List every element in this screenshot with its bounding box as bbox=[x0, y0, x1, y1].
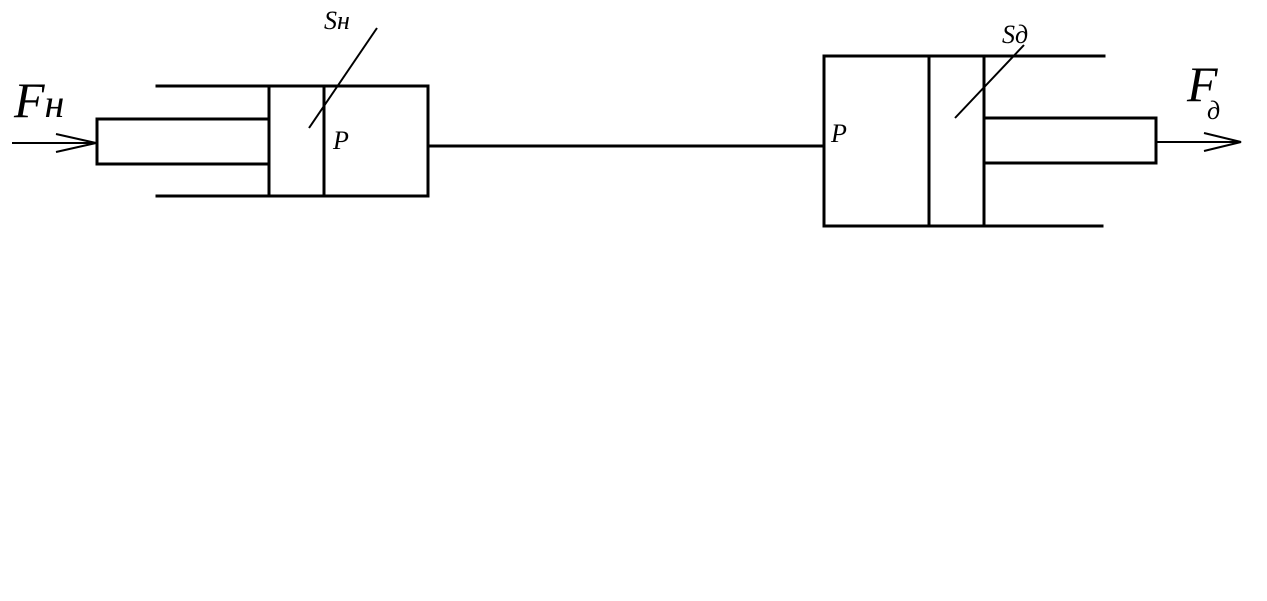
input-force-label: Fн bbox=[13, 72, 64, 128]
motor-piston bbox=[927, 54, 986, 228]
output-force-arrow bbox=[1156, 132, 1242, 152]
input-force-arrow bbox=[12, 133, 97, 153]
motor-pressure-label: P bbox=[830, 119, 847, 148]
motor-area-leader-line bbox=[954, 44, 1025, 119]
pump-rod bbox=[95, 117, 271, 166]
pump-area-label: Sн bbox=[324, 6, 350, 35]
motor-area-label: Sд bbox=[1002, 20, 1028, 49]
pump-pressure-label: P bbox=[332, 126, 349, 155]
pump-area-leader-line bbox=[308, 27, 378, 129]
motor-cylinder bbox=[822, 54, 1158, 228]
output-force-subscript: д bbox=[1207, 96, 1220, 125]
pump-piston bbox=[267, 84, 326, 198]
motor-rod bbox=[982, 116, 1158, 165]
pump-cylinder bbox=[95, 84, 430, 198]
output-force-label: F bbox=[1186, 56, 1218, 112]
